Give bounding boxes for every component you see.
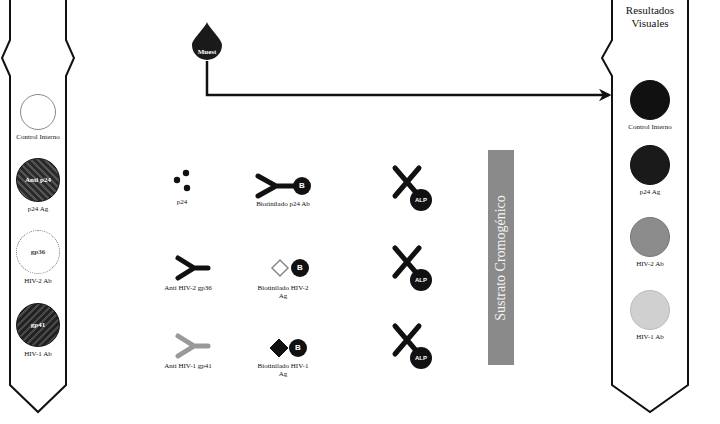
reagent-label: p24 <box>152 198 212 206</box>
node-text: Control Interno <box>618 123 682 131</box>
substrate-band: Sustrato Cromogénico <box>488 150 514 365</box>
spot-caption: p24 Ag <box>6 205 70 213</box>
reagent-label: Anti HIV-1 gp41 <box>158 362 218 370</box>
node-text: HIV-1 Ab <box>618 333 682 341</box>
node-text: Control Interno <box>6 133 70 141</box>
node-text: B <box>295 343 301 352</box>
p24-antigen <box>174 170 190 191</box>
spot-circle <box>630 145 670 185</box>
node-text: Sustrato Cromogénico <box>493 195 509 321</box>
control-spot: Control Interno <box>6 94 70 141</box>
enzyme-marker: ALP <box>410 269 432 291</box>
sample-drop: Muest <box>192 22 222 60</box>
capture-spot: gp41HIV-1 Ab <box>6 303 70 358</box>
result-spot: HIV-2 Ab <box>618 217 682 268</box>
result-spot: Control Interno <box>618 80 682 131</box>
spot-caption: HIV-2 Ab <box>6 277 70 285</box>
node-text: gp36 <box>31 248 45 256</box>
node-text: Anti p24 <box>25 176 51 184</box>
node-text: Muest <box>198 48 217 56</box>
flow-arrow <box>207 61 609 95</box>
spot-circle <box>630 217 670 257</box>
spot-circle: gp36 <box>16 230 60 274</box>
result-spot: p24 Ag <box>618 145 682 196</box>
biotin-marker: B <box>289 339 307 357</box>
biotin-marker: B <box>291 259 309 277</box>
result-spot: HIV-1 Ab <box>618 290 682 341</box>
spot-circle <box>20 94 56 130</box>
node-text: B <box>297 263 303 272</box>
node-text: HIV-2 Ab <box>618 260 682 268</box>
node-text: p24 Ag <box>6 205 70 213</box>
test-strip <box>2 0 74 412</box>
antigen-diamond <box>270 339 288 357</box>
enzyme-marker: ALP <box>410 189 432 211</box>
node-text: gp41 <box>31 321 45 329</box>
antibody-symbol <box>258 176 294 196</box>
spot-caption: HIV-1 Ab <box>6 350 70 358</box>
spot-circle: Anti p24 <box>16 158 60 202</box>
capture-spot: Anti p24 p24 Ag <box>6 158 70 213</box>
node-text: ALP <box>415 197 427 204</box>
spot-caption: Control Interno <box>618 123 682 131</box>
node-text: ALP <box>415 355 427 362</box>
reagent-label: Biotinilado HIV-1 Ag <box>253 362 313 378</box>
node-text: p24 Ag <box>618 188 682 196</box>
antigen-dot <box>174 177 180 183</box>
antigen-dot <box>183 170 189 176</box>
reagent-label: Biotinilado HIV-2 Ag <box>253 284 313 300</box>
spot-caption: Control Interno <box>6 133 70 141</box>
reagent-label: Anti HIV-2 gp36 <box>158 284 218 292</box>
enzyme-marker: ALP <box>410 347 432 369</box>
spot-caption: HIV-2 Ab <box>618 260 682 268</box>
reagent-label: Biotinilado p24 Ab <box>253 200 313 208</box>
spot-caption: p24 Ag <box>618 188 682 196</box>
spot-circle <box>630 290 670 330</box>
drop-outline <box>192 22 222 60</box>
spot-circle <box>630 80 670 120</box>
node-text: Resultados Visuales <box>614 4 686 29</box>
result-strip <box>602 0 688 412</box>
node-text: ALP <box>415 277 427 284</box>
biotin-marker: B <box>293 177 311 195</box>
antigen-diamond <box>272 260 288 276</box>
spot-caption: HIV-1 Ab <box>618 333 682 341</box>
strip-heading: Resultados Visuales <box>614 4 686 29</box>
node-text: HIV-1 Ab <box>6 350 70 358</box>
drop-text-holder: Muest <box>192 40 222 58</box>
result-strip-box: Control Interno p24 Ag HIV-2 Ab HIV-1 Ab Res… <box>612 0 688 415</box>
node-text: HIV-2 Ab <box>6 277 70 285</box>
capture-spot: gp36HIV-2 Ab <box>6 230 70 285</box>
node-text: B <box>299 181 305 190</box>
antibody-symbol <box>178 258 208 278</box>
spot-circle: gp41 <box>16 303 60 347</box>
antibody-symbol <box>178 336 208 356</box>
antigen-dot <box>184 185 190 191</box>
